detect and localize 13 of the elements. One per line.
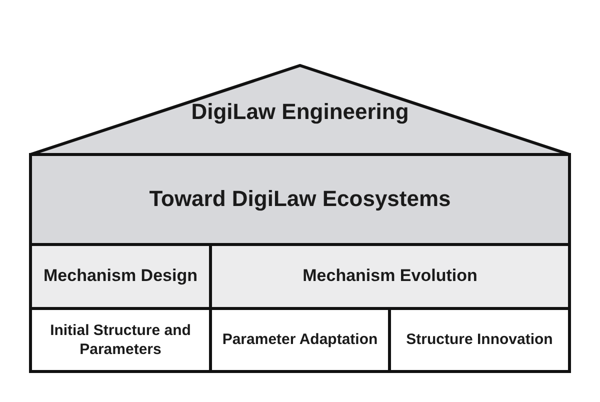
label-text: Mechanism Evolution [302,265,478,288]
roof-triangle [29,64,571,153]
label-text: Parameter Adaptation [222,330,378,350]
label-text: Mechanism Design [44,265,198,288]
header-panel [29,243,212,310]
label-text: Toward DigiLaw Ecosystems [149,185,451,214]
label-text: DigiLaw Engineering [191,98,409,126]
pillar-panel [29,307,212,373]
label-text: Structure Innovation [406,330,553,350]
label-text: Initial Structure and Parameters [49,320,192,360]
banner-band [29,153,571,246]
header-panel [209,243,571,310]
pillar-panel [388,307,571,373]
